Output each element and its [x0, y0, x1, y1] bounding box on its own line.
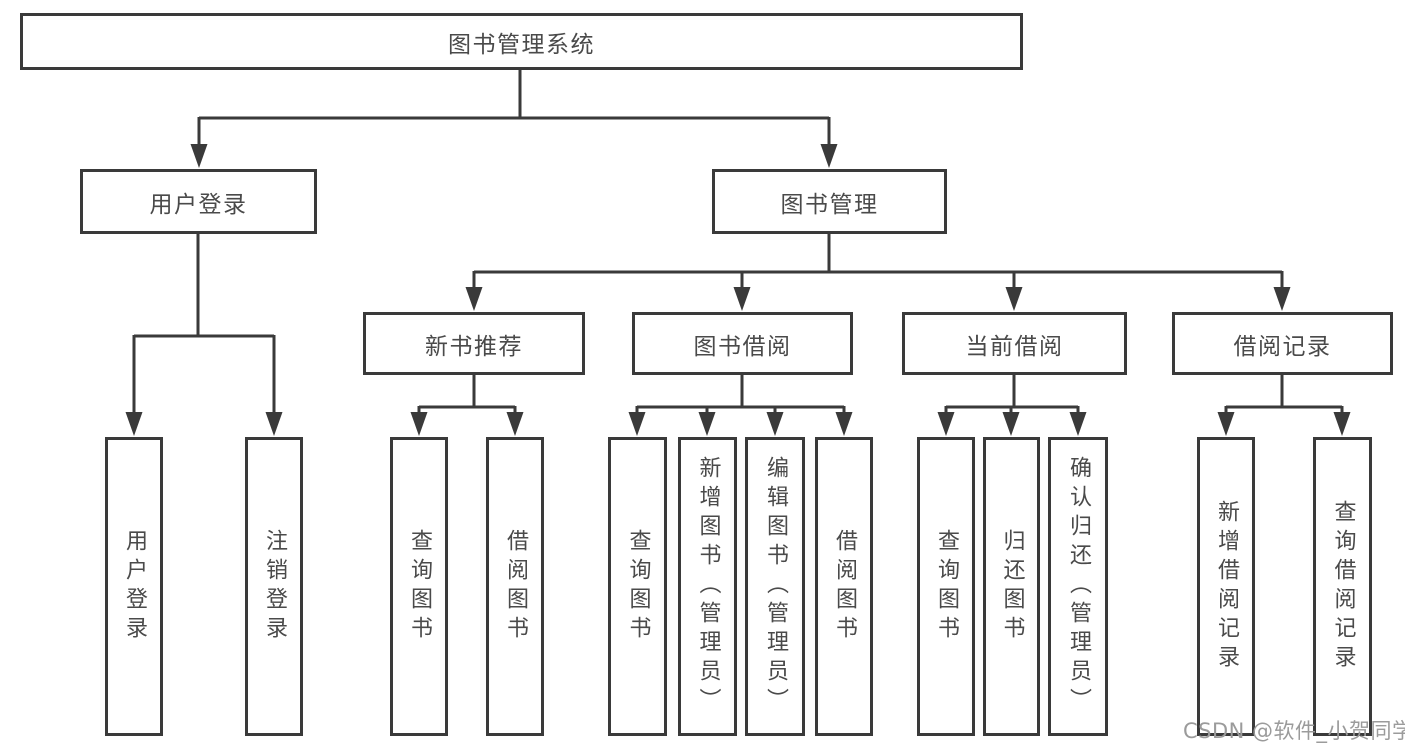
node-borrowing-records: 借阅记录	[1172, 312, 1393, 375]
node-borrowing-records-label: 借阅记录	[1233, 333, 1332, 360]
leaf-user-login: 用户登录	[105, 437, 163, 736]
leaf-query-borrow-record: 查询借阅记录	[1313, 437, 1372, 736]
node-book-borrowing-label: 图书借阅	[693, 333, 792, 360]
leaf-edit-books-admin: 编辑图书（管理员）	[745, 437, 805, 736]
node-root-system-label: 图书管理系统	[448, 31, 595, 58]
leaf-borrow-books-borrowing: 借阅图书	[815, 437, 873, 736]
csdn-watermark: CSDN @软件_小贺同学	[1183, 719, 1405, 743]
leaf-confirm-return-admin: 确认归还（管理员）	[1048, 437, 1108, 736]
node-new-book-recommend-label: 新书推荐	[425, 333, 523, 360]
node-current-borrowing: 当前借阅	[902, 312, 1127, 375]
node-user-login-label: 用户登录	[149, 191, 248, 218]
leaf-add-borrow-record: 新增借阅记录	[1197, 437, 1255, 736]
node-book-borrowing: 图书借阅	[632, 312, 853, 375]
leaf-borrow-books-recommend: 借阅图书	[486, 437, 544, 736]
leaf-logout: 注销登录	[245, 437, 303, 736]
leaf-query-books-current: 查询图书	[917, 437, 975, 736]
leaf-add-books-admin: 新增图书（管理员）	[678, 437, 737, 736]
node-book-management-label: 图书管理	[780, 191, 879, 218]
node-book-management: 图书管理	[712, 169, 947, 234]
node-user-login: 用户登录	[80, 169, 317, 234]
node-new-book-recommend: 新书推荐	[363, 312, 585, 375]
leaf-return-books: 归还图书	[983, 437, 1040, 736]
node-root-system: 图书管理系统	[20, 13, 1023, 70]
node-current-borrowing-label: 当前借阅	[965, 333, 1064, 360]
leaf-query-books-recommend: 查询图书	[390, 437, 448, 736]
leaf-query-books-borrowing: 查询图书	[608, 437, 667, 736]
